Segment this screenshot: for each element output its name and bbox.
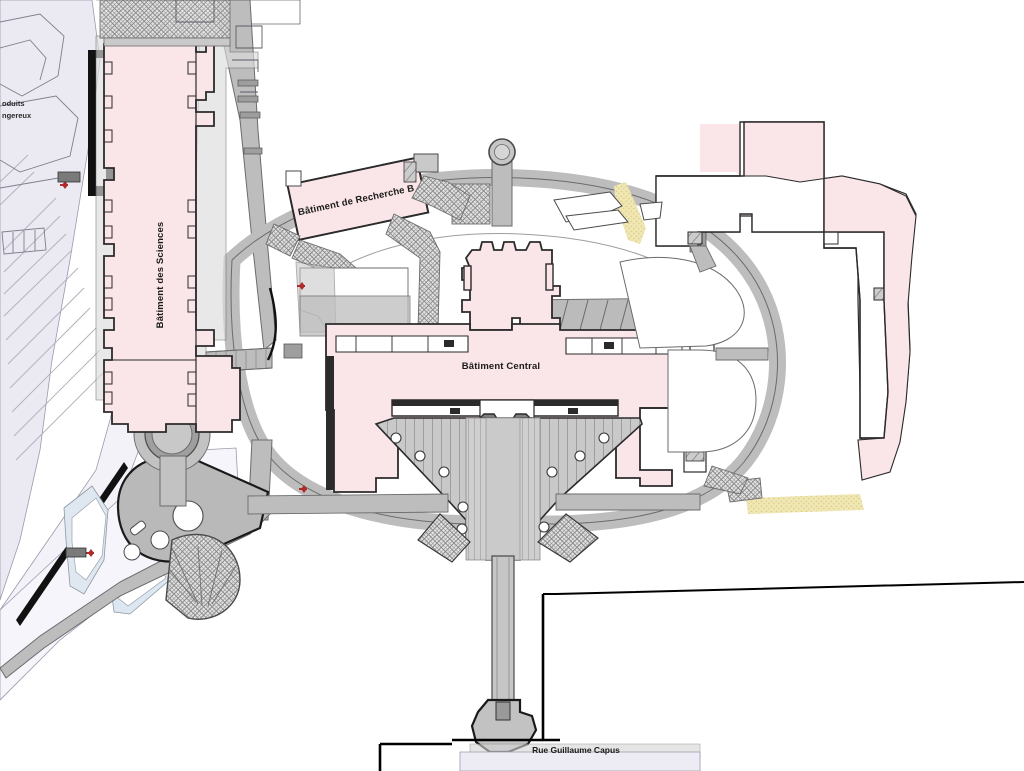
pavilion-bays [463, 263, 554, 291]
plaza-planter-large [172, 500, 204, 532]
facade-bays-east [187, 61, 196, 407]
fan-shaped-paving [165, 533, 241, 620]
gravel-north [614, 182, 646, 244]
stepped-terrace [247, 417, 701, 563]
northeast-road-spurs [689, 245, 717, 273]
building-sciences: Bâtiment des Sciences [95, 0, 259, 433]
hazard-label-line2: ngereux [2, 111, 32, 120]
retaining-wall-north [88, 50, 132, 196]
label-street-capus: Rue Guillaume Capus [532, 745, 620, 755]
hydrant-markers [60, 181, 307, 557]
building-central: Bâtiment Central [325, 241, 715, 493]
label-building-sciences: Bâtiment des Sciences [155, 222, 166, 329]
plaza-planter-mid [150, 530, 170, 550]
plaza-bench [129, 520, 147, 536]
northeast-detail-shapes [553, 191, 663, 231]
east-ring-lobe [619, 256, 769, 495]
label-building-central: Bâtiment Central [462, 361, 540, 372]
west-parcels [0, 13, 79, 255]
property-boundary: Rue Guillaume Capus [378, 581, 1024, 771]
upper-right-service-marks [237, 79, 263, 155]
facade-bays-west [104, 61, 113, 405]
hazard-label-group: oduits ngereux [2, 99, 32, 120]
gravel-southeast [746, 494, 864, 514]
verge-hatching [0, 154, 105, 461]
building-east-complex [655, 121, 917, 481]
gate-block [283, 343, 303, 359]
hazard-label-line1: oduits [2, 99, 25, 108]
plaza-planter-small [123, 543, 141, 561]
